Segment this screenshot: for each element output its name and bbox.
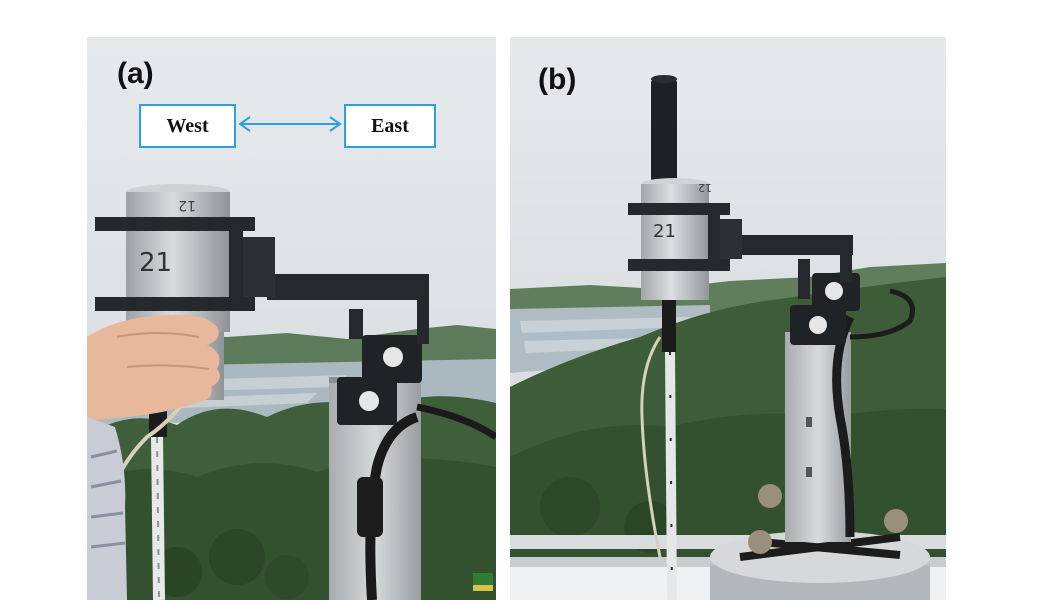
east-direction-label: East (344, 104, 436, 148)
photo-panel-a: 12 21 (a) West East (87, 37, 496, 600)
west-east-arrow-icon (238, 116, 342, 132)
sensor-side-mark-b: 21 (653, 221, 676, 242)
photo-b-scene: 12 21 (510, 37, 946, 600)
photo-panel-b: 12 21 (b) (510, 37, 946, 600)
panel-b-label: (b) (538, 63, 577, 96)
sensor-side-mark-a: 21 (139, 248, 172, 278)
west-direction-label: West (139, 104, 236, 148)
sensor-top-mark-b: 12 (698, 181, 712, 194)
sensor-top-mark-a: 12 (178, 197, 196, 213)
panel-a-label: (a) (117, 57, 154, 90)
